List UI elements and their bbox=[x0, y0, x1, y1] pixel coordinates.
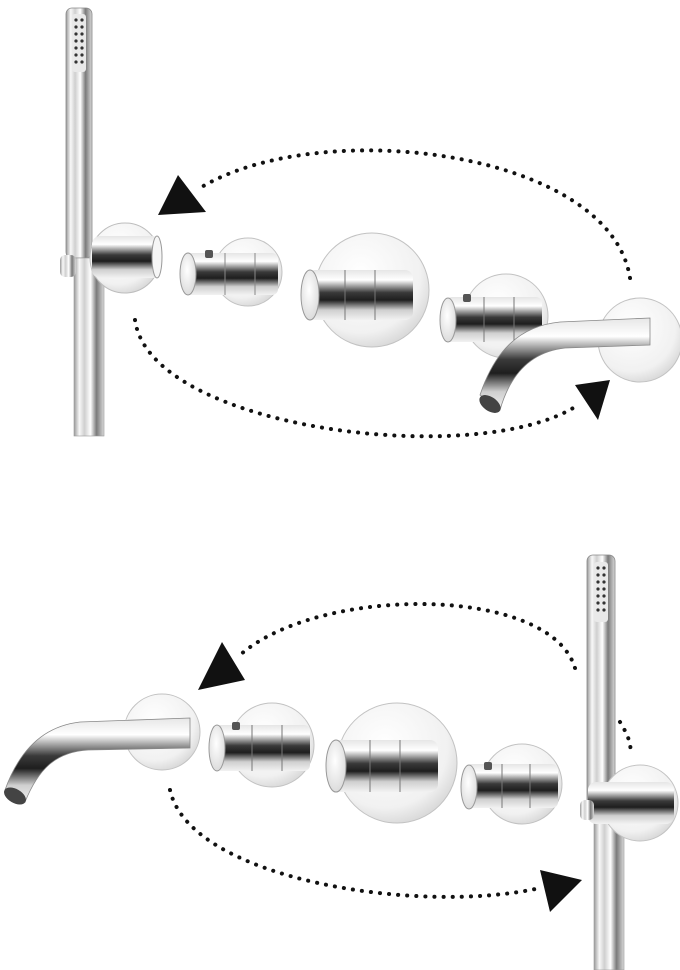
small-valve-bottom-right bbox=[460, 743, 563, 825]
bath-spout-top bbox=[479, 297, 680, 413]
dotted-arrow-path-bottom-lower bbox=[168, 788, 542, 899]
arrowhead-bottom-left bbox=[198, 642, 245, 690]
shower-hose bbox=[73, 257, 105, 437]
configuration-top bbox=[60, 7, 680, 439]
configuration-bottom bbox=[4, 554, 679, 970]
small-valve-bottom-left bbox=[208, 702, 315, 788]
dotted-arrow-path-bottom-right-short bbox=[618, 720, 633, 757]
arrowhead-bottom-right bbox=[540, 870, 582, 912]
wall-outlet-holder-top bbox=[89, 222, 163, 294]
large-valve-bottom bbox=[325, 702, 458, 824]
hand-shower-left bbox=[60, 7, 105, 437]
arrowhead-top-left bbox=[158, 175, 206, 215]
arrowhead-top-right bbox=[575, 380, 610, 420]
shower-nozzle-grid bbox=[72, 14, 86, 72]
small-valve-top-left bbox=[179, 237, 283, 307]
dotted-arrow-path-bottom-upper bbox=[238, 602, 577, 670]
shower-nozzle-grid-bottom bbox=[594, 562, 608, 622]
bath-spout-bottom bbox=[4, 693, 201, 805]
dotted-arrow-path-top-upper bbox=[198, 148, 632, 280]
hand-shower-right bbox=[580, 554, 679, 970]
large-valve-top bbox=[300, 232, 430, 348]
